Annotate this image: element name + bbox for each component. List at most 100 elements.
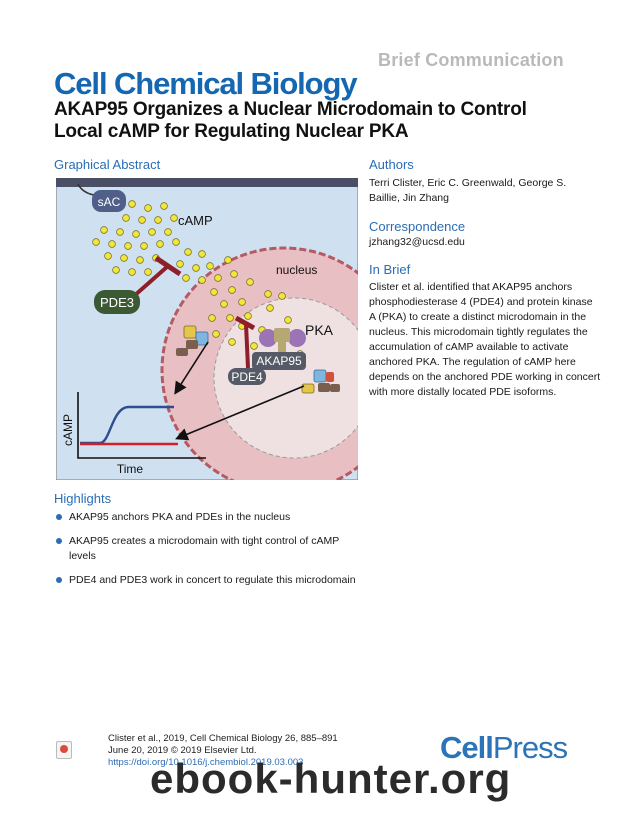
in-brief-text: Clister et al. identified that AKAP95 an…: [369, 281, 601, 398]
camp-molecule: [220, 300, 228, 308]
camp-molecule: [116, 228, 124, 236]
camp-molecule: [156, 240, 164, 248]
camp-molecule: [122, 214, 130, 222]
crossmark-icon[interactable]: [56, 741, 72, 759]
publisher-logo-press: Press: [492, 730, 568, 765]
camp-molecule: [108, 240, 116, 248]
journal-name: Cell Chemical Biology: [54, 66, 358, 101]
camp-molecule: [284, 316, 292, 324]
anchored-pde-cluster-left: [176, 325, 209, 356]
camp-molecule: [228, 286, 236, 294]
highlight-text: AKAP95 creates a microdomain with tight …: [69, 535, 340, 562]
camp-molecule: [224, 256, 232, 264]
plot-axes: [77, 392, 206, 459]
camp-molecule: [228, 338, 236, 346]
camp-molecule: [208, 314, 216, 322]
camp-molecule: [226, 314, 234, 322]
camp-molecule: [144, 204, 152, 212]
camp-molecule: [124, 242, 132, 250]
camp-molecule: [104, 252, 112, 260]
camp-molecule: [182, 274, 190, 282]
arrow-to-blue-curve: [174, 341, 209, 395]
graphical-abstract-figure: sAC cAMP PDE3 nucleus PKA AKAP95 PDE4: [55, 177, 408, 494]
highlight-item: PDE4 and PDE3 work in concert to regulat…: [54, 573, 364, 588]
highlights-list: AKAP95 anchors PKA and PDEs in the nucle…: [54, 510, 364, 597]
pde4-label: PDE4: [231, 370, 263, 384]
camp-molecule: [250, 342, 258, 350]
arrow-to-red-curve: [175, 385, 305, 441]
camp-molecule: [140, 242, 148, 250]
camp-molecule: [214, 274, 222, 282]
camp-molecule: [136, 256, 144, 264]
pde3-label: PDE3: [100, 295, 134, 310]
pde4-badge: [228, 368, 266, 385]
article-type: Brief Communication: [378, 50, 564, 70]
camp-molecule: [210, 288, 218, 296]
highlight-item: AKAP95 anchors PKA and PDEs in the nucle…: [54, 510, 364, 525]
akap95-label: AKAP95: [256, 354, 302, 368]
pde3-badge: [94, 290, 140, 314]
camp-molecule: [164, 228, 172, 236]
camp-molecule: [128, 268, 136, 276]
camp-molecule: [148, 228, 156, 236]
highlights-heading: Highlights: [54, 491, 112, 506]
camp-molecule: [198, 276, 206, 284]
highlight-text: PDE4 and PDE3 work in concert to regulat…: [69, 574, 356, 586]
publisher-logo: CellPress: [440, 730, 568, 766]
pde3-inhibitor-symbol: [132, 255, 182, 298]
bullet-icon: [56, 538, 62, 544]
nucleus-label: nucleus: [276, 263, 317, 277]
graphical-abstract-heading: Graphical Abstract: [54, 157, 161, 172]
camp-molecule: [160, 202, 168, 210]
camp-molecule: [230, 270, 238, 278]
cell-membrane-band: [56, 178, 358, 187]
sac-label: sAC: [98, 195, 121, 209]
camp-dots: [92, 200, 304, 358]
correspondence-email[interactable]: jzhang32@ucsd.edu: [369, 236, 465, 248]
camp-molecule: [138, 216, 146, 224]
bullet-icon: [56, 514, 62, 520]
camp-molecule: [206, 262, 214, 270]
correspondence-heading: Correspondence: [369, 219, 466, 234]
in-brief-heading: In Brief: [369, 262, 411, 277]
camp-molecule: [154, 216, 162, 224]
camp-molecule: [170, 214, 178, 222]
camp-molecule: [184, 248, 192, 256]
camp-molecule: [144, 268, 152, 276]
camp-molecule: [212, 330, 220, 338]
camp-molecule: [264, 290, 272, 298]
authors-list: Terri Clister, Eric C. Greenwald, George…: [369, 177, 567, 204]
sac-badge: [92, 190, 126, 212]
camp-molecule: [244, 312, 252, 320]
plot-x-label: Time: [117, 462, 144, 476]
anchored-pde-cluster-right: [301, 369, 340, 394]
graphical-abstract-svg: sAC cAMP PDE3 nucleus PKA AKAP95 PDE4: [55, 177, 408, 494]
camp-label: cAMP: [178, 213, 213, 228]
camp-molecule: [128, 200, 136, 208]
plot-y-label: cAMP: [61, 414, 75, 446]
camp-molecule: [120, 254, 128, 262]
citation-line-2: June 20, 2019 © 2019 Elsevier Ltd.: [108, 745, 257, 756]
camp-molecule: [172, 238, 180, 246]
akap95-badge: [252, 352, 306, 370]
camp-molecule: [92, 238, 100, 246]
camp-molecule: [238, 298, 246, 306]
publisher-logo-cell: Cell: [440, 730, 494, 765]
citation-block: Clister et al., 2019, Cell Chemical Biol…: [108, 733, 338, 769]
camp-molecule: [192, 264, 200, 272]
bullet-icon: [56, 577, 62, 583]
camp-molecule: [132, 230, 140, 238]
doi-link[interactable]: https://doi.org/10.1016/j.chembiol.2019.…: [108, 757, 304, 768]
camp-molecule: [246, 278, 254, 286]
citation-line-1: Clister et al., 2019, Cell Chemical Biol…: [108, 733, 338, 744]
watermark: ebook-hunter.org: [150, 755, 512, 802]
camp-molecule: [176, 260, 184, 268]
camp-molecule: [100, 226, 108, 234]
camp-molecule: [198, 250, 206, 258]
camp-molecule: [266, 304, 274, 312]
article-title: AKAP95 Organizes a Nuclear Microdomain t…: [54, 99, 527, 142]
highlight-text: AKAP95 anchors PKA and PDEs in the nucle…: [69, 511, 291, 523]
pde4-inhibitor-symbol: [234, 315, 256, 369]
pka-label: PKA: [305, 322, 334, 338]
camp-molecule: [112, 266, 120, 274]
